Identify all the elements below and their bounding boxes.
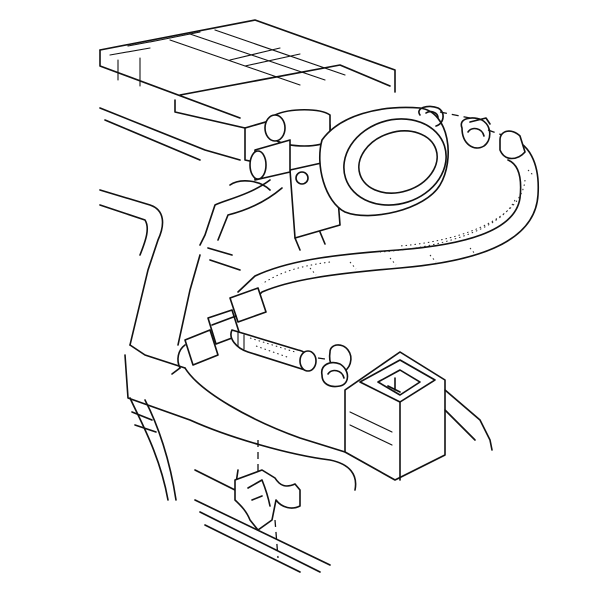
- fender-panel: [99, 189, 357, 573]
- air-intake-duct: [318, 106, 449, 217]
- bleed-valve-tube: [230, 329, 317, 372]
- hose-connector-fitting: [171, 287, 267, 375]
- coolant-reservoir-bracket: [344, 351, 493, 481]
- coolant-hose: [237, 130, 540, 306]
- retaining-clip: [234, 440, 301, 559]
- throttle-body: [199, 108, 341, 251]
- upper-hose-clamp: [418, 105, 506, 149]
- engine-cover: [99, 19, 396, 161]
- lower-hose-clamp: [317, 344, 352, 388]
